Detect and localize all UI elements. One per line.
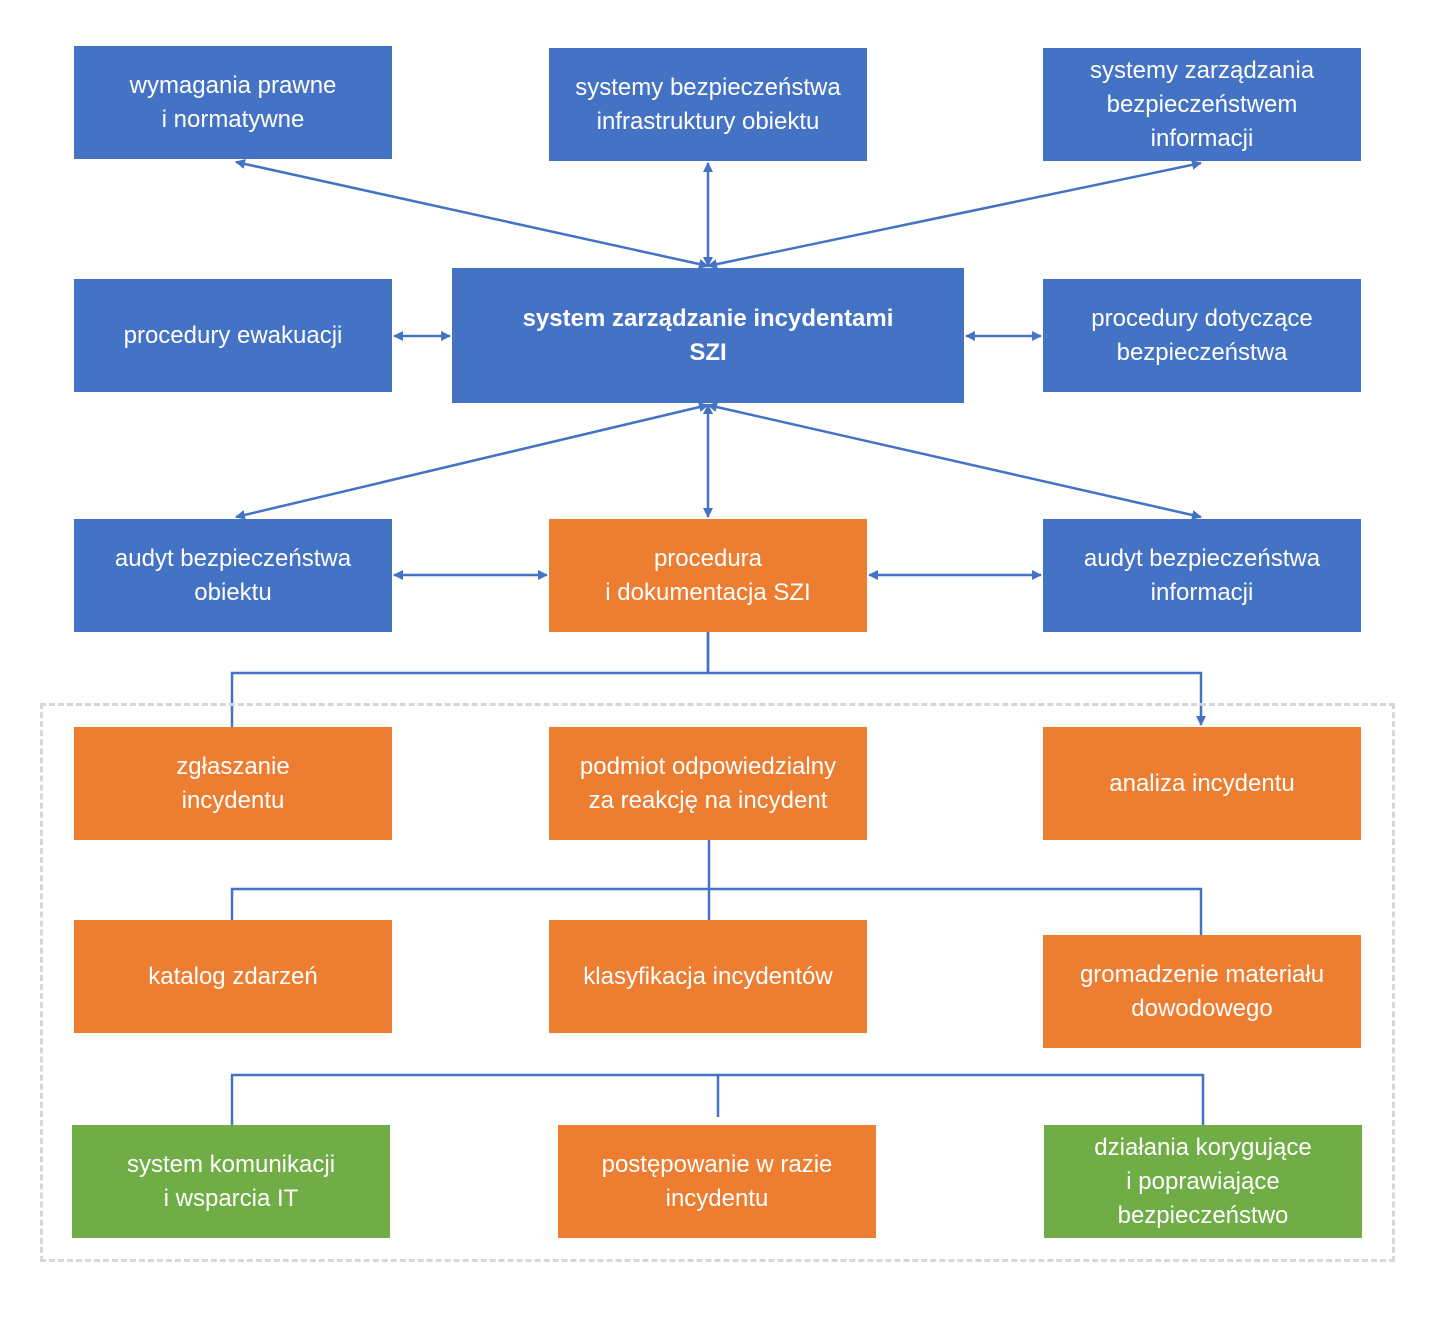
szi-procedure-documentation-box: procedura i dokumentacja SZI — [549, 519, 867, 632]
infrastructure-security-box: systemy bezpieczeństwa infrastruktury ob… — [549, 48, 867, 161]
isms-box: systemy zarządzania bezpieczeństwem info… — [1043, 48, 1361, 161]
facility-audit-box: audyt bezpieczeństwa obiektu — [74, 519, 392, 632]
communication-it-support-box: system komunikacji i wsparcia IT — [72, 1125, 390, 1238]
connector-szi-legal — [235, 159, 709, 269]
responsible-entity-box: podmiot odpowiedzialny za reakcję na inc… — [549, 727, 867, 840]
information-audit-box: audyt bezpieczeństwa informacji — [1043, 519, 1361, 632]
connector-responsible-evidence — [709, 887, 1203, 935]
connector-responsible-catalog — [230, 840, 711, 920]
incident-handling-box: postępowanie w razie incydentu — [558, 1125, 876, 1238]
szi-central-box: system zarządzanie incydentami SZI — [452, 268, 964, 403]
corrective-actions-box: działania korygujące i poprawiające bezp… — [1044, 1125, 1362, 1238]
connector-procedure-corrective — [718, 1073, 1205, 1125]
legal-requirements-box: wymagania prawne i normatywne — [74, 46, 392, 159]
incident-reporting-box: zgłaszanie incydentu — [74, 727, 392, 840]
event-catalog-box: katalog zdarzeń — [74, 920, 392, 1033]
incident-classification-box: klasyfikacja incydentów — [549, 920, 867, 1033]
security-procedures-box: procedury dotyczące bezpieczeństwa — [1043, 279, 1361, 392]
incident-process-group — [40, 703, 1395, 1262]
connector-procdoc-analysis — [706, 632, 1206, 726]
evidence-collection-box: gromadzenie materiału dowodowego — [1043, 935, 1361, 1048]
connector-szi-audit_obj — [235, 402, 709, 520]
connector-szi-audit_info — [707, 402, 1202, 520]
evacuation-procedures-box: procedury ewakuacji — [74, 279, 392, 392]
connector-szi-isms — [707, 159, 1202, 270]
incident-analysis-box: analiza incydentu — [1043, 727, 1361, 840]
connector-procedure-comms — [230, 1073, 720, 1125]
